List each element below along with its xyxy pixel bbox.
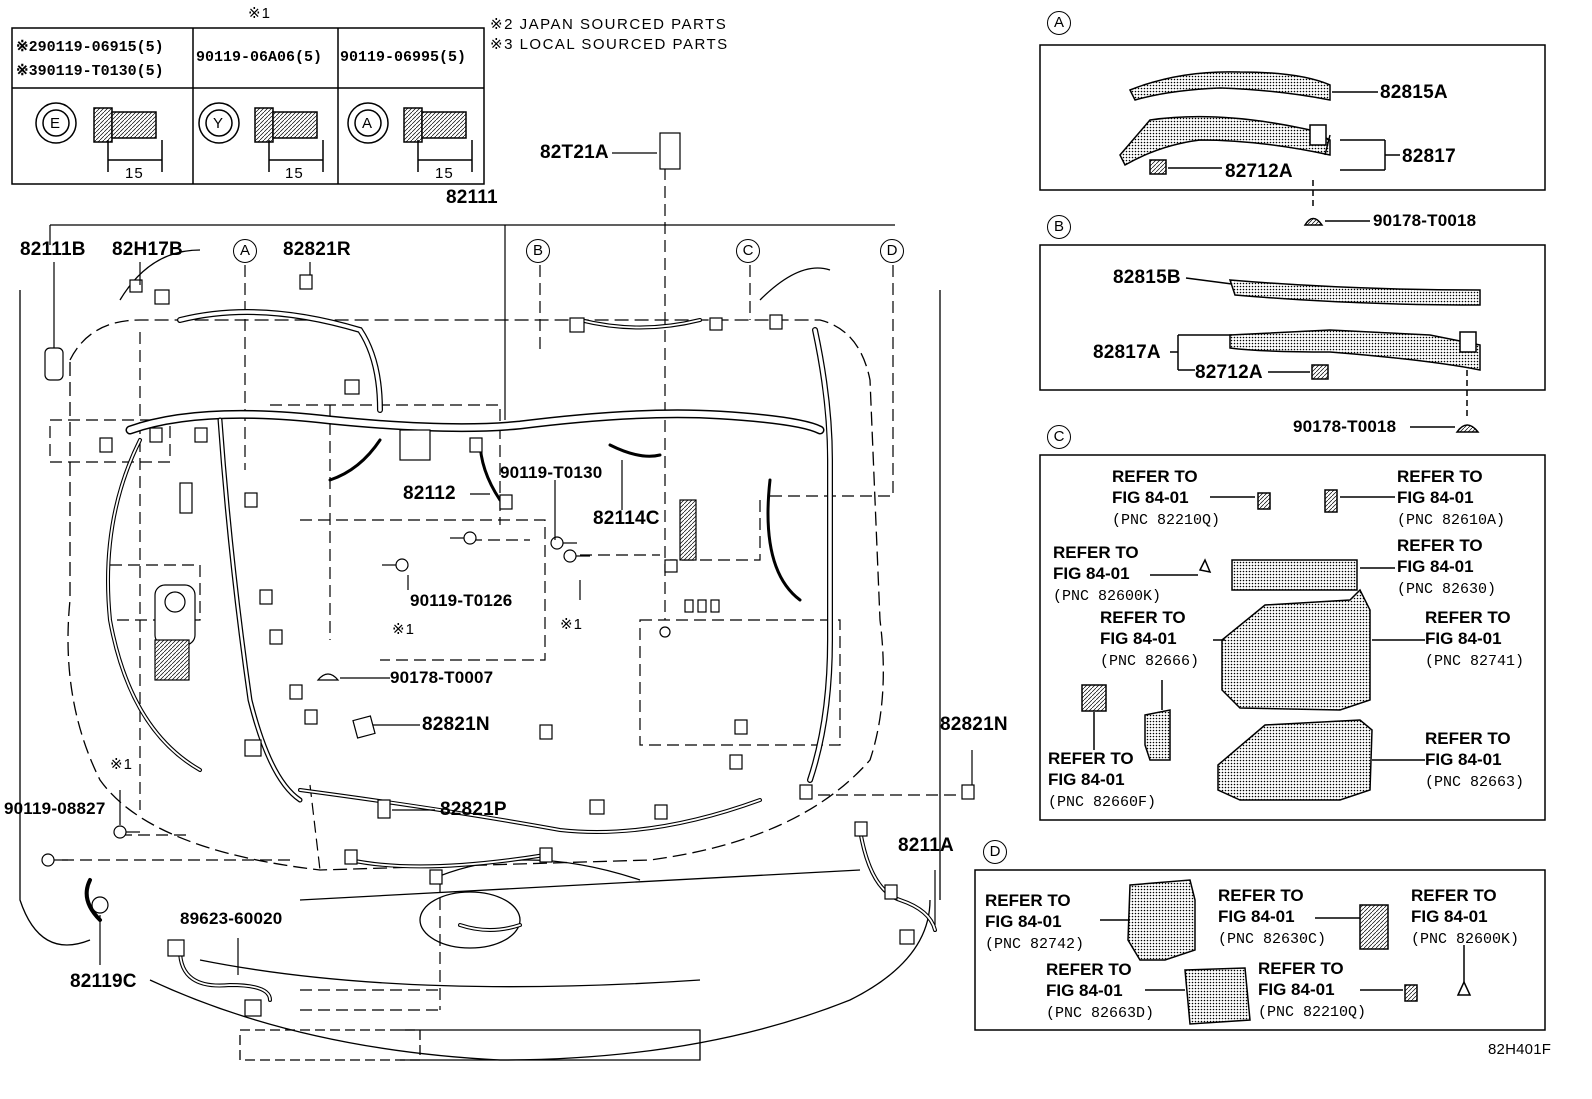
label-82712A-a: 82712A: [1225, 161, 1293, 182]
label-89623-60020: 89623-60020: [180, 909, 283, 928]
label-90119-T0126: 90119-T0126: [410, 591, 513, 610]
bolt-90119-08827-icon: [41, 853, 68, 867]
label-90178-T0018-b: 90178-T0018: [1293, 417, 1397, 436]
label-82821R: 82821R: [283, 239, 351, 260]
label-8211A: 8211A: [898, 835, 954, 856]
label-82114C: 82114C: [593, 508, 660, 529]
label-mark1-c: ※1: [560, 616, 583, 633]
label-82112: 82112: [403, 483, 456, 504]
label-82111: 82111: [446, 187, 498, 208]
connector-82821N-b: [961, 784, 975, 800]
panel-b-callout: B: [1047, 215, 1071, 239]
bolt-e-icon: [35, 102, 163, 172]
label-82712A-b: 82712A: [1195, 362, 1263, 383]
label-82821P: 82821P: [440, 799, 507, 820]
bolt-a-icon: [347, 102, 473, 172]
label-90119-T0130: 90119-T0130: [500, 463, 603, 482]
clip-90178-T0007-icon: [316, 673, 340, 681]
label-90178-T0007: 90178-T0007: [390, 668, 494, 687]
panel-a-callout: A: [1047, 11, 1071, 35]
label-82815A: 82815A: [1380, 82, 1448, 103]
label-90119-08827: 90119-08827: [4, 799, 106, 818]
connectors: [44, 132, 975, 1017]
bolt-90119-T0126b-icon: [382, 558, 409, 572]
panel-b: [1039, 244, 1546, 433]
label-82T21A: 82T21A: [540, 142, 609, 163]
bolt-90119-T0130-icon: [550, 536, 577, 550]
fasteners: [41, 531, 671, 914]
bolt-a-dim: 15: [435, 165, 454, 182]
panel-d: [974, 869, 1546, 1031]
label-mark1-b: ※1: [392, 621, 415, 638]
callout-dash-lines: [49, 150, 960, 1011]
bolt-e-head-letter: E: [50, 115, 62, 132]
bolt-col3-line1: 90119-06995(5): [340, 49, 467, 66]
label-82815B: 82815B: [1113, 267, 1181, 288]
label-mark1-a: ※1: [110, 756, 133, 773]
note-mark-1: ※1: [248, 5, 271, 22]
label-82119C: 82119C: [70, 971, 137, 992]
label-82H17B: 82H17B: [112, 239, 183, 260]
label-82821N-a: 82821N: [422, 714, 490, 735]
bolt-table: [11, 27, 485, 185]
bolt-y-head-letter: Y: [213, 115, 225, 132]
label-90178-T0018-a: 90178-T0018: [1373, 211, 1477, 230]
callout-c-main: C: [736, 239, 760, 263]
callout-b-main: B: [526, 239, 550, 263]
bolt-col1-line2: ※390119-T0130(5): [16, 63, 164, 80]
panel-a: [1039, 44, 1546, 226]
bolt-col2-line1: 90119-06A06(5): [196, 49, 323, 66]
label-82817: 82817: [1402, 146, 1456, 167]
label-82821N-b: 82821N: [940, 714, 1008, 735]
bolt-mark1c-icon: [563, 549, 590, 563]
leader-lines: [53, 152, 973, 975]
callout-d-main: D: [880, 239, 904, 263]
diagram-id: 82H401F: [1488, 1041, 1552, 1058]
panel-d-callout: D: [983, 840, 1007, 864]
bolt-y-dim: 15: [285, 165, 304, 182]
bolt-y-icon: [198, 102, 324, 172]
panel-c-callout: C: [1047, 425, 1071, 449]
callout-a-main: A: [233, 239, 257, 263]
bolt-a-head-letter: A: [362, 115, 374, 132]
bolt-e-dim: 15: [125, 165, 144, 182]
panel-c: [1039, 454, 1546, 821]
note-local-sourced: ※3 LOCAL SOURCED PARTS: [490, 36, 729, 53]
bolt-mark1a-icon: [113, 825, 140, 839]
bolt-col1-line1: ※290119-06915(5): [16, 39, 164, 56]
note-japan-sourced: ※2 JAPAN SOURCED PARTS: [490, 16, 728, 33]
engine-bay-outline: [19, 249, 941, 1061]
bolt-90119-T0126-icon: [450, 531, 477, 545]
label-82817A: 82817A: [1093, 342, 1161, 363]
label-82111B: 82111B: [20, 239, 86, 260]
